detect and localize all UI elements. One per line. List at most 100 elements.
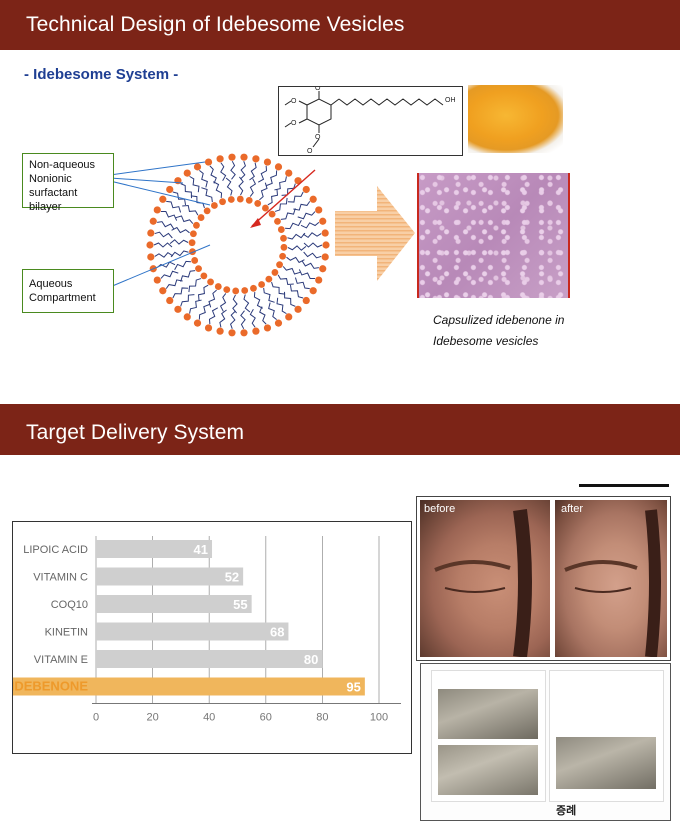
lipid-head — [214, 283, 222, 290]
lipid-head — [216, 327, 224, 335]
lipid-tail — [160, 270, 179, 279]
callout-aqueous: Aqueous Compartment — [22, 269, 114, 313]
vesicle-micrograph — [417, 173, 570, 298]
svg-text:O: O — [291, 120, 297, 127]
value-label: 68 — [270, 625, 284, 640]
lipid-tail — [285, 220, 302, 230]
lipid-head — [321, 253, 329, 261]
lipid-tail — [199, 170, 208, 188]
callout-bilayer-line3: bilayer — [29, 201, 62, 213]
lipid-tail — [267, 189, 279, 206]
lipid-tail — [287, 232, 306, 240]
lipid-tail — [169, 239, 189, 245]
lipid-tail — [213, 181, 223, 198]
hydroxyl-label: OH — [445, 97, 456, 104]
lipid-tail — [153, 242, 173, 248]
clinical-caption: 증례 — [556, 804, 577, 817]
lipid-tail — [188, 278, 202, 293]
lipid-head — [147, 253, 155, 261]
lipid-tail — [286, 256, 305, 264]
lipid-tail — [219, 293, 227, 312]
lipid-head — [274, 217, 281, 225]
svg-text:O: O — [291, 98, 297, 105]
lipid-head — [153, 276, 161, 284]
category-label: IDEBENONE — [13, 679, 88, 694]
lipid-tail — [180, 294, 195, 307]
callout-bilayer-line1: Non-aqueous — [29, 159, 96, 171]
lipid-head — [159, 287, 167, 295]
neck-photo-right-bottom — [556, 737, 656, 789]
lipid-tail — [253, 292, 263, 309]
lipid-head — [240, 329, 248, 337]
lipid-tail — [249, 178, 257, 197]
idebenone-structure: O O O O O OH — [278, 85, 463, 156]
idebenone-powder-photo — [468, 85, 563, 153]
lipid-tail — [274, 197, 288, 212]
bar-vitamin-c — [96, 567, 244, 586]
vesicle-diagram — [109, 153, 330, 337]
value-label: 41 — [194, 542, 208, 557]
lipid-head — [204, 324, 213, 332]
lipid-head — [191, 257, 199, 264]
x-tick-label: 20 — [146, 712, 158, 724]
lipid-head — [204, 158, 213, 166]
lipid-head — [309, 195, 317, 203]
red-pointer-line — [251, 169, 316, 227]
lipid-tail — [170, 250, 189, 258]
callout-bilayer-line2: Nonionic surfactant — [29, 173, 78, 199]
lipid-head — [210, 202, 218, 209]
lipid-tail — [209, 165, 217, 184]
lipid-head — [197, 214, 205, 221]
lipid-head — [147, 229, 155, 237]
lipid-tail — [208, 289, 217, 308]
lipid-tail — [189, 299, 202, 314]
lipid-tail — [172, 191, 187, 205]
value-label: 95 — [346, 680, 360, 695]
before-after-frame: before after — [416, 496, 671, 661]
lipid-tail — [198, 304, 210, 320]
lipid-head — [274, 163, 283, 171]
value-label: 55 — [233, 597, 247, 612]
lipid-tail — [180, 183, 192, 199]
lipid-head — [294, 305, 302, 313]
lipid-tail — [263, 287, 275, 303]
lipid-tail — [302, 232, 322, 239]
lipid-head — [216, 155, 224, 163]
lipid-tail — [166, 200, 182, 213]
after-photo: after — [555, 500, 667, 658]
lipid-head — [258, 281, 266, 288]
lipid-head — [241, 287, 249, 294]
before-photo: before — [420, 500, 550, 658]
lipid-head — [228, 329, 236, 337]
lipid-tail — [154, 251, 174, 258]
neck-photo-left-top — [438, 689, 538, 739]
lipid-head — [302, 185, 310, 194]
lipid-tail — [276, 297, 287, 315]
lipid-tail — [259, 306, 267, 325]
x-tick-label: 0 — [93, 712, 99, 724]
large-arrow-icon — [335, 186, 415, 281]
callout-bilayer: Non-aqueous Nonionic surfactant bilayer — [22, 153, 114, 213]
lipid-tail — [303, 242, 323, 248]
lipid-tail — [274, 176, 287, 191]
lipid-head — [166, 185, 174, 194]
lipid-head — [321, 229, 329, 237]
svg-text:O: O — [315, 87, 321, 92]
lipid-head — [193, 319, 202, 327]
lipid-tail — [294, 277, 310, 290]
bar-kinetin — [96, 622, 289, 641]
lipid-head — [319, 265, 327, 273]
lipid-head — [315, 206, 323, 214]
scale-bar — [579, 484, 669, 487]
lipid-tail — [180, 270, 196, 282]
lipid-head — [207, 278, 214, 286]
lipid-tail — [281, 183, 296, 196]
lipid-tail — [268, 302, 277, 320]
section1-title: Technical Design of Idebesome Vesicles — [26, 13, 405, 36]
lipid-tail — [230, 160, 236, 180]
value-label: 52 — [225, 570, 239, 585]
before-label: before — [424, 503, 456, 515]
lipid-tail — [287, 245, 307, 251]
bar-lipoic-acid — [96, 540, 213, 558]
